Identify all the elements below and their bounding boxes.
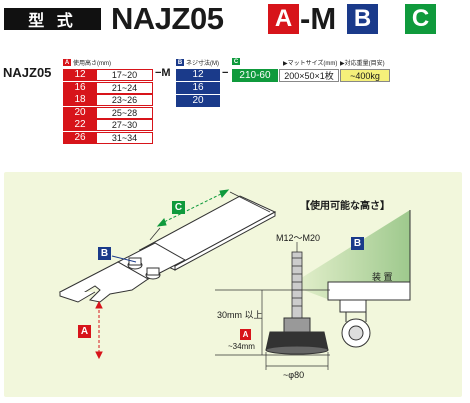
- diagram-c-badge: C: [172, 201, 185, 214]
- model-number: NAJZ05: [111, 1, 224, 36]
- leader-c2: [229, 191, 271, 213]
- mini-badge-b: B: [176, 59, 184, 66]
- leveling-bolt: [291, 251, 303, 321]
- usable-height-title: 【使用可能な高さ】: [300, 201, 390, 212]
- a-range: 21~24: [97, 81, 153, 94]
- a-code: 20: [63, 106, 97, 119]
- diagram-a-badge: A: [78, 325, 91, 338]
- dash-c: −: [222, 67, 229, 79]
- b-leader: [111, 255, 137, 263]
- a-range: 23~26: [97, 94, 153, 106]
- b-cell-2: 20: [176, 95, 220, 108]
- a-range: 17~20: [97, 69, 153, 81]
- header-b: B ネジ寸法(M): [176, 58, 219, 67]
- c-load-cell: ~400kg: [340, 69, 390, 82]
- part-c-badge: C: [405, 4, 436, 34]
- a-range: ~34mm: [228, 342, 255, 351]
- diagram-b-badge: B: [98, 247, 111, 260]
- part-a-badge: A: [268, 4, 299, 34]
- header-c-load: ▶対応重量(目安): [340, 61, 385, 67]
- header-b-label: ネジ寸法(M): [186, 61, 219, 67]
- thread-range: M12～M20: [276, 233, 321, 243]
- header-a: A 使用高さ(mm): [63, 58, 111, 67]
- dash-m: −M: [155, 67, 171, 79]
- c-mat-cell: 200×50×1枚: [279, 69, 339, 82]
- height-note: 30mm 以上: [217, 310, 263, 320]
- diameter-label: ~φ80: [283, 370, 305, 380]
- a-dimension-arrow: [95, 300, 103, 360]
- c-code-cell: 210-60: [232, 69, 278, 82]
- a-range: 27~30: [97, 119, 153, 131]
- caster-wheel: [339, 299, 371, 348]
- foot-pad: [265, 317, 329, 355]
- a-code: 16: [63, 81, 97, 94]
- diagram-b2-badge: B: [351, 237, 364, 250]
- a-range: 25~28: [97, 106, 153, 119]
- usable-height-gradient: [290, 210, 410, 300]
- mini-badge-c: C: [232, 58, 240, 65]
- diagram-a2-badge: A: [240, 329, 251, 340]
- equipment-body: [327, 281, 411, 301]
- part-b-badge: B: [347, 4, 378, 34]
- header-c: C: [232, 58, 240, 65]
- c-dimension-arrow: [156, 189, 230, 227]
- leader-c: [149, 227, 161, 241]
- a-range: 31~34: [97, 131, 153, 144]
- series-label: NAJZ05: [3, 65, 52, 80]
- b-table: 12 16 20: [176, 69, 220, 108]
- b-cell-1: 16: [176, 82, 220, 95]
- header-a-label: 使用高さ(mm): [73, 61, 111, 67]
- a-code: 18: [63, 94, 97, 106]
- a-code: 22: [63, 119, 97, 131]
- separator-m: -M: [300, 1, 337, 36]
- device-label: 装 置: [372, 272, 393, 282]
- b-cell-0: 12: [176, 69, 220, 82]
- header-c-mat: ▶マットサイズ(mm): [283, 61, 338, 67]
- model-tag: 型 式: [4, 8, 101, 30]
- bracket-plate: [58, 195, 277, 303]
- mini-badge-a: A: [63, 59, 71, 66]
- a-code: 26: [63, 131, 97, 144]
- a-code: 12: [63, 69, 97, 81]
